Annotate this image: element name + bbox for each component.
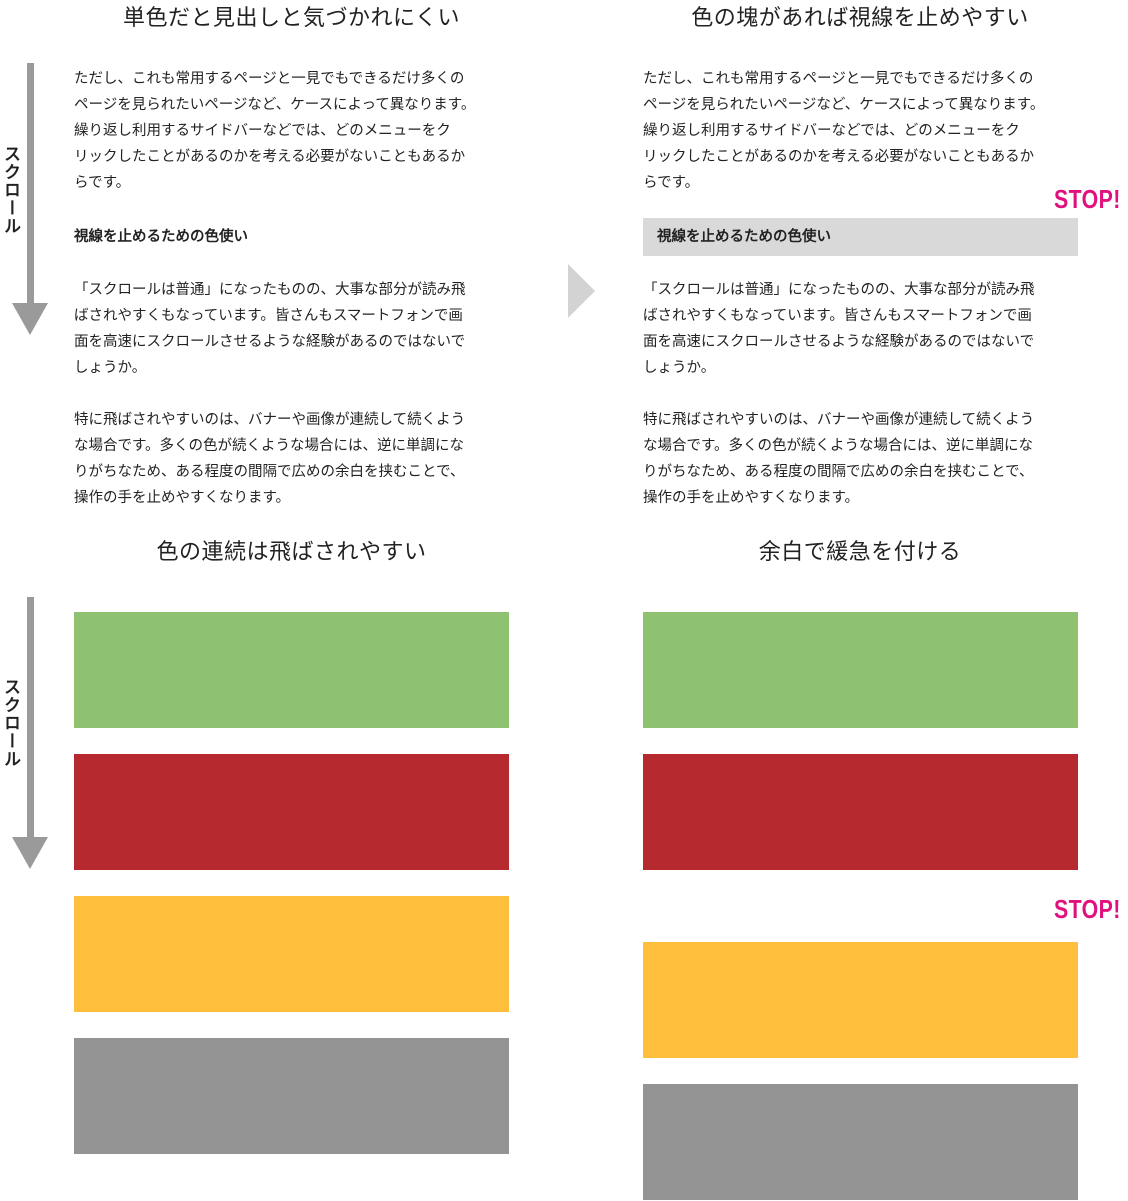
scroll-label: スクロール [0, 145, 20, 235]
yellow-block-left [74, 896, 509, 1012]
red-block-right [643, 754, 1078, 870]
scroll-arrow-head-icon-2 [12, 837, 48, 869]
bottom-left-title: 色の連続は飛ばされやすい [156, 540, 427, 565]
top-left-paragraph-1: ただし、これも常用するページと一見でもできるだけ多くのページを見られたいページな… [74, 71, 476, 191]
top-left-title: 単色だと見出しと気づかれにくい [122, 6, 461, 31]
green-block-right [643, 612, 1078, 728]
scroll-arrow-shaft-2 [27, 597, 34, 839]
scroll-arrow-head-icon [12, 303, 48, 335]
bottom-right-title: 余白で緩急を付ける [758, 540, 962, 565]
top-right-heading-highlighted: 視線を止めるための色使い [643, 218, 1078, 256]
scroll-arrow-shaft [27, 63, 34, 305]
gray-block-left [74, 1038, 509, 1154]
next-arrow-icon [568, 264, 595, 318]
top-left-paragraph-2: 「スクロールは普通」になったものの、大事な部分が読み飛ばされやすくもなっています… [74, 282, 466, 376]
scroll-label-2: スクロール [0, 678, 20, 768]
red-block-left [74, 754, 509, 870]
top-right-paragraph-2: 「スクロールは普通」になったものの、大事な部分が読み飛ばされやすくもなっています… [643, 282, 1035, 376]
top-left-paragraph-3: 特に飛ばされやすいのは、バナーや画像が連続して続くような場合です。多くの色が続く… [74, 412, 466, 506]
yellow-block-right [643, 942, 1078, 1058]
top-right-title: 色の塊があれば視線を止めやすい [691, 6, 1029, 31]
green-block-left [74, 612, 509, 728]
stop-label-top: STOP! [1054, 184, 1121, 214]
top-left-heading: 視線を止めるための色使い [74, 229, 248, 245]
gray-block-right [643, 1084, 1078, 1200]
top-right-paragraph-3: 特に飛ばされやすいのは、バナーや画像が連続して続くような場合です。多くの色が続く… [643, 412, 1035, 506]
stop-label-bottom: STOP! [1054, 894, 1121, 924]
top-right-paragraph-1: ただし、これも常用するページと一見でもできるだけ多くのページを見られたいページな… [643, 71, 1045, 191]
